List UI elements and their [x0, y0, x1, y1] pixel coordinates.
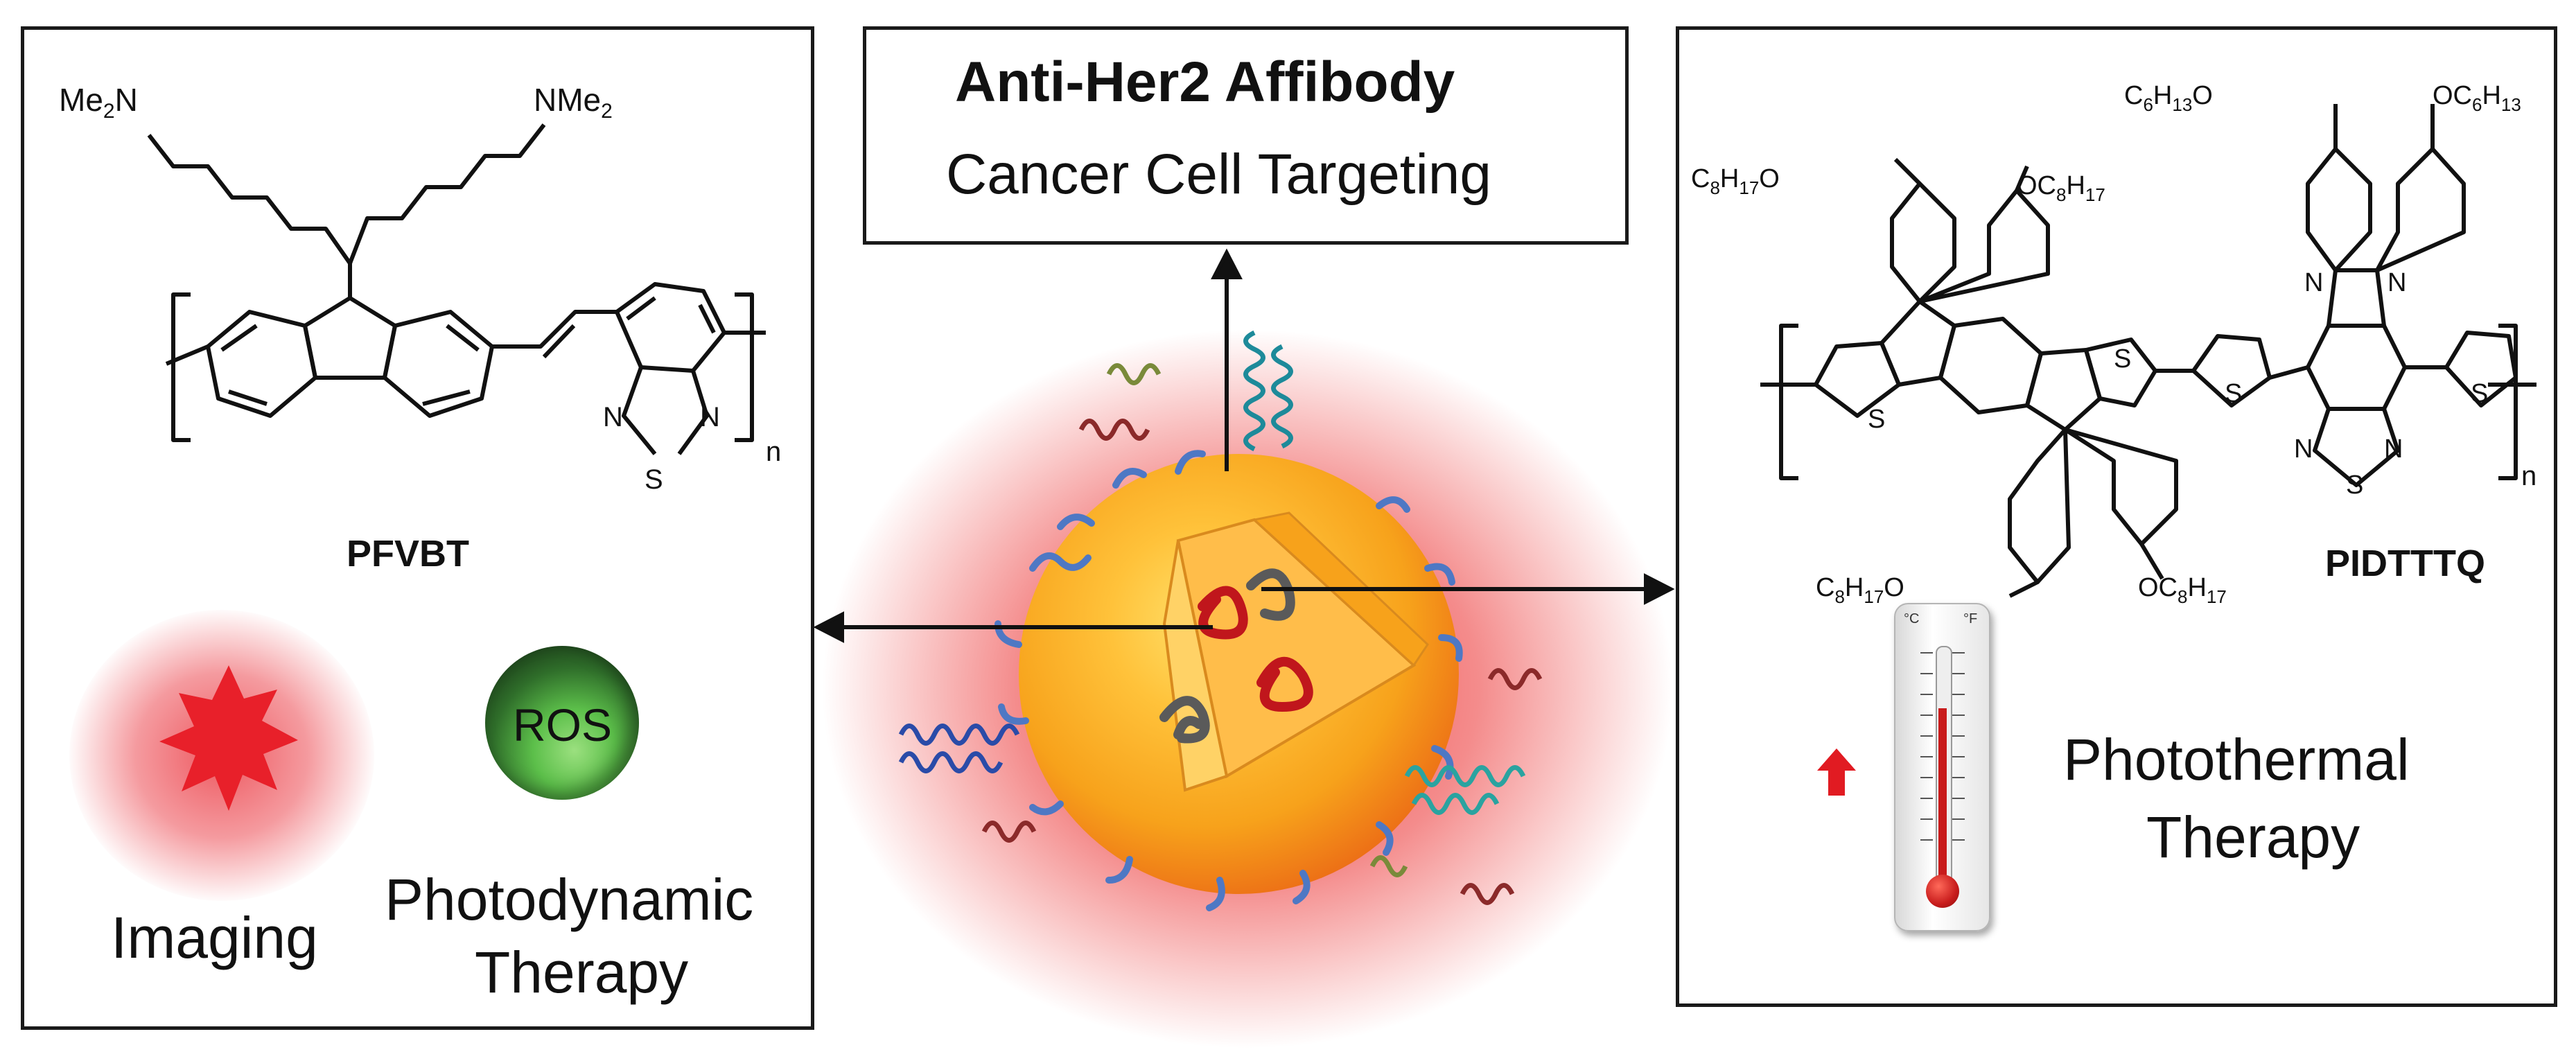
pidtttq-label: PIDTTTQ: [2325, 543, 2485, 584]
svg-text:S: S: [2471, 379, 2488, 408]
svg-text:S: S: [645, 464, 663, 495]
svg-text:N: N: [2304, 268, 2323, 297]
ros-sphere-icon: [485, 646, 639, 800]
svg-text:N: N: [2294, 435, 2313, 464]
targeting-box: [863, 26, 1629, 245]
svg-text:C8H17O: C8H17O: [1816, 573, 1904, 607]
repeat-n-left: n: [766, 437, 781, 467]
pdt-label-line1: Photodynamic: [385, 867, 754, 932]
svg-text:C6H13O: C6H13O: [2124, 81, 2213, 115]
svg-text:S: S: [1868, 405, 1885, 434]
thermometer-unit-f: °F: [1963, 611, 1978, 626]
thermometer-unit-c: °C: [1904, 611, 1920, 626]
ros-label: ROS: [513, 699, 613, 751]
pdt-label-line2: Therapy: [475, 940, 689, 1005]
ptt-label-line1: Photothermal: [2063, 727, 2410, 792]
svg-text:N: N: [700, 402, 720, 432]
svg-text:N: N: [2387, 268, 2406, 297]
pfvbt-label: PFVBT: [347, 533, 470, 575]
targeting-subtitle: Cancer Cell Targeting: [946, 143, 1492, 206]
svg-text:C8H17O: C8H17O: [1691, 164, 1780, 198]
svg-text:Me2N: Me2N: [59, 82, 138, 123]
svg-text:N: N: [2384, 435, 2403, 464]
right-panel: [1676, 26, 2557, 1007]
imaging-label: Imaging: [111, 905, 318, 970]
svg-text:NMe2: NMe2: [534, 82, 613, 123]
svg-text:S: S: [2346, 471, 2363, 500]
thermometer-icon: °C °F: [1894, 603, 1990, 931]
repeat-n-right: n: [2521, 461, 2536, 491]
svg-text:N: N: [603, 402, 623, 432]
svg-text:S: S: [2114, 344, 2131, 374]
targeting-title: Anti-Her2 Affibody: [955, 51, 1455, 114]
ptt-label-line2: Therapy: [2146, 805, 2360, 870]
svg-text:S: S: [2225, 379, 2242, 408]
